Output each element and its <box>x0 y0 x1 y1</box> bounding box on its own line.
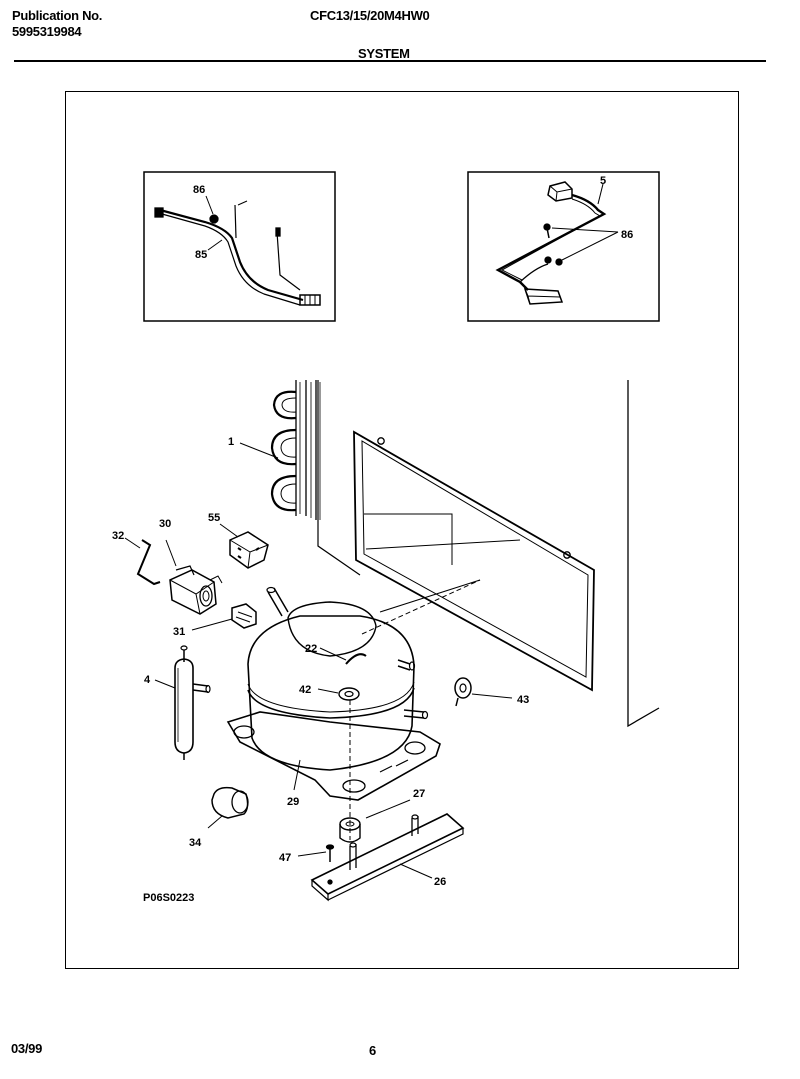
screw-47 <box>297 844 335 862</box>
publication-label: Publication No. <box>12 8 103 23</box>
inset-left <box>143 171 336 322</box>
label-1: 1 <box>228 436 234 448</box>
compressor <box>226 579 481 840</box>
section-title: SYSTEM <box>358 46 410 61</box>
condenser <box>239 380 321 520</box>
label-43: 43 <box>517 694 529 706</box>
drawing-id: P06S0223 <box>143 892 194 904</box>
model-number: CFC13/15/20M4HW0 <box>310 8 430 23</box>
inset-right-labels: 5 86 <box>600 175 633 241</box>
label-86-right: 86 <box>621 229 633 241</box>
label-32: 32 <box>112 530 124 542</box>
cabinet <box>317 380 660 728</box>
label-55: 55 <box>208 512 220 524</box>
label-85: 85 <box>195 249 207 261</box>
drier <box>154 645 211 760</box>
part-labels: 1 55 30 32 31 4 22 42 43 29 27 34 47 26 … <box>112 436 529 904</box>
label-31: 31 <box>173 626 185 638</box>
overload <box>165 539 223 615</box>
mount-grommet <box>339 799 411 843</box>
publication-number: 5995319984 <box>12 24 82 39</box>
label-42: 42 <box>299 684 311 696</box>
grommet-43 <box>454 677 513 707</box>
inset-right <box>467 171 660 322</box>
capacitor <box>207 786 249 829</box>
footer-date: 03/99 <box>11 1041 43 1056</box>
diagram-frame <box>65 91 739 969</box>
label-27: 27 <box>413 788 425 800</box>
clip <box>124 537 161 586</box>
relay <box>219 523 269 569</box>
label-34: 34 <box>189 837 202 849</box>
label-30: 30 <box>159 518 171 530</box>
label-5: 5 <box>600 175 606 187</box>
label-29: 29 <box>287 796 299 808</box>
rail <box>310 813 465 902</box>
label-4: 4 <box>144 674 151 686</box>
inset-left-labels: 86 85 <box>193 184 207 261</box>
label-86-left: 86 <box>193 184 205 196</box>
page-number: 6 <box>369 1043 376 1058</box>
header-rule <box>14 60 766 62</box>
label-26: 26 <box>434 876 446 888</box>
terminal-cover <box>191 603 257 631</box>
label-22: 22 <box>305 643 317 655</box>
label-47: 47 <box>279 852 291 864</box>
